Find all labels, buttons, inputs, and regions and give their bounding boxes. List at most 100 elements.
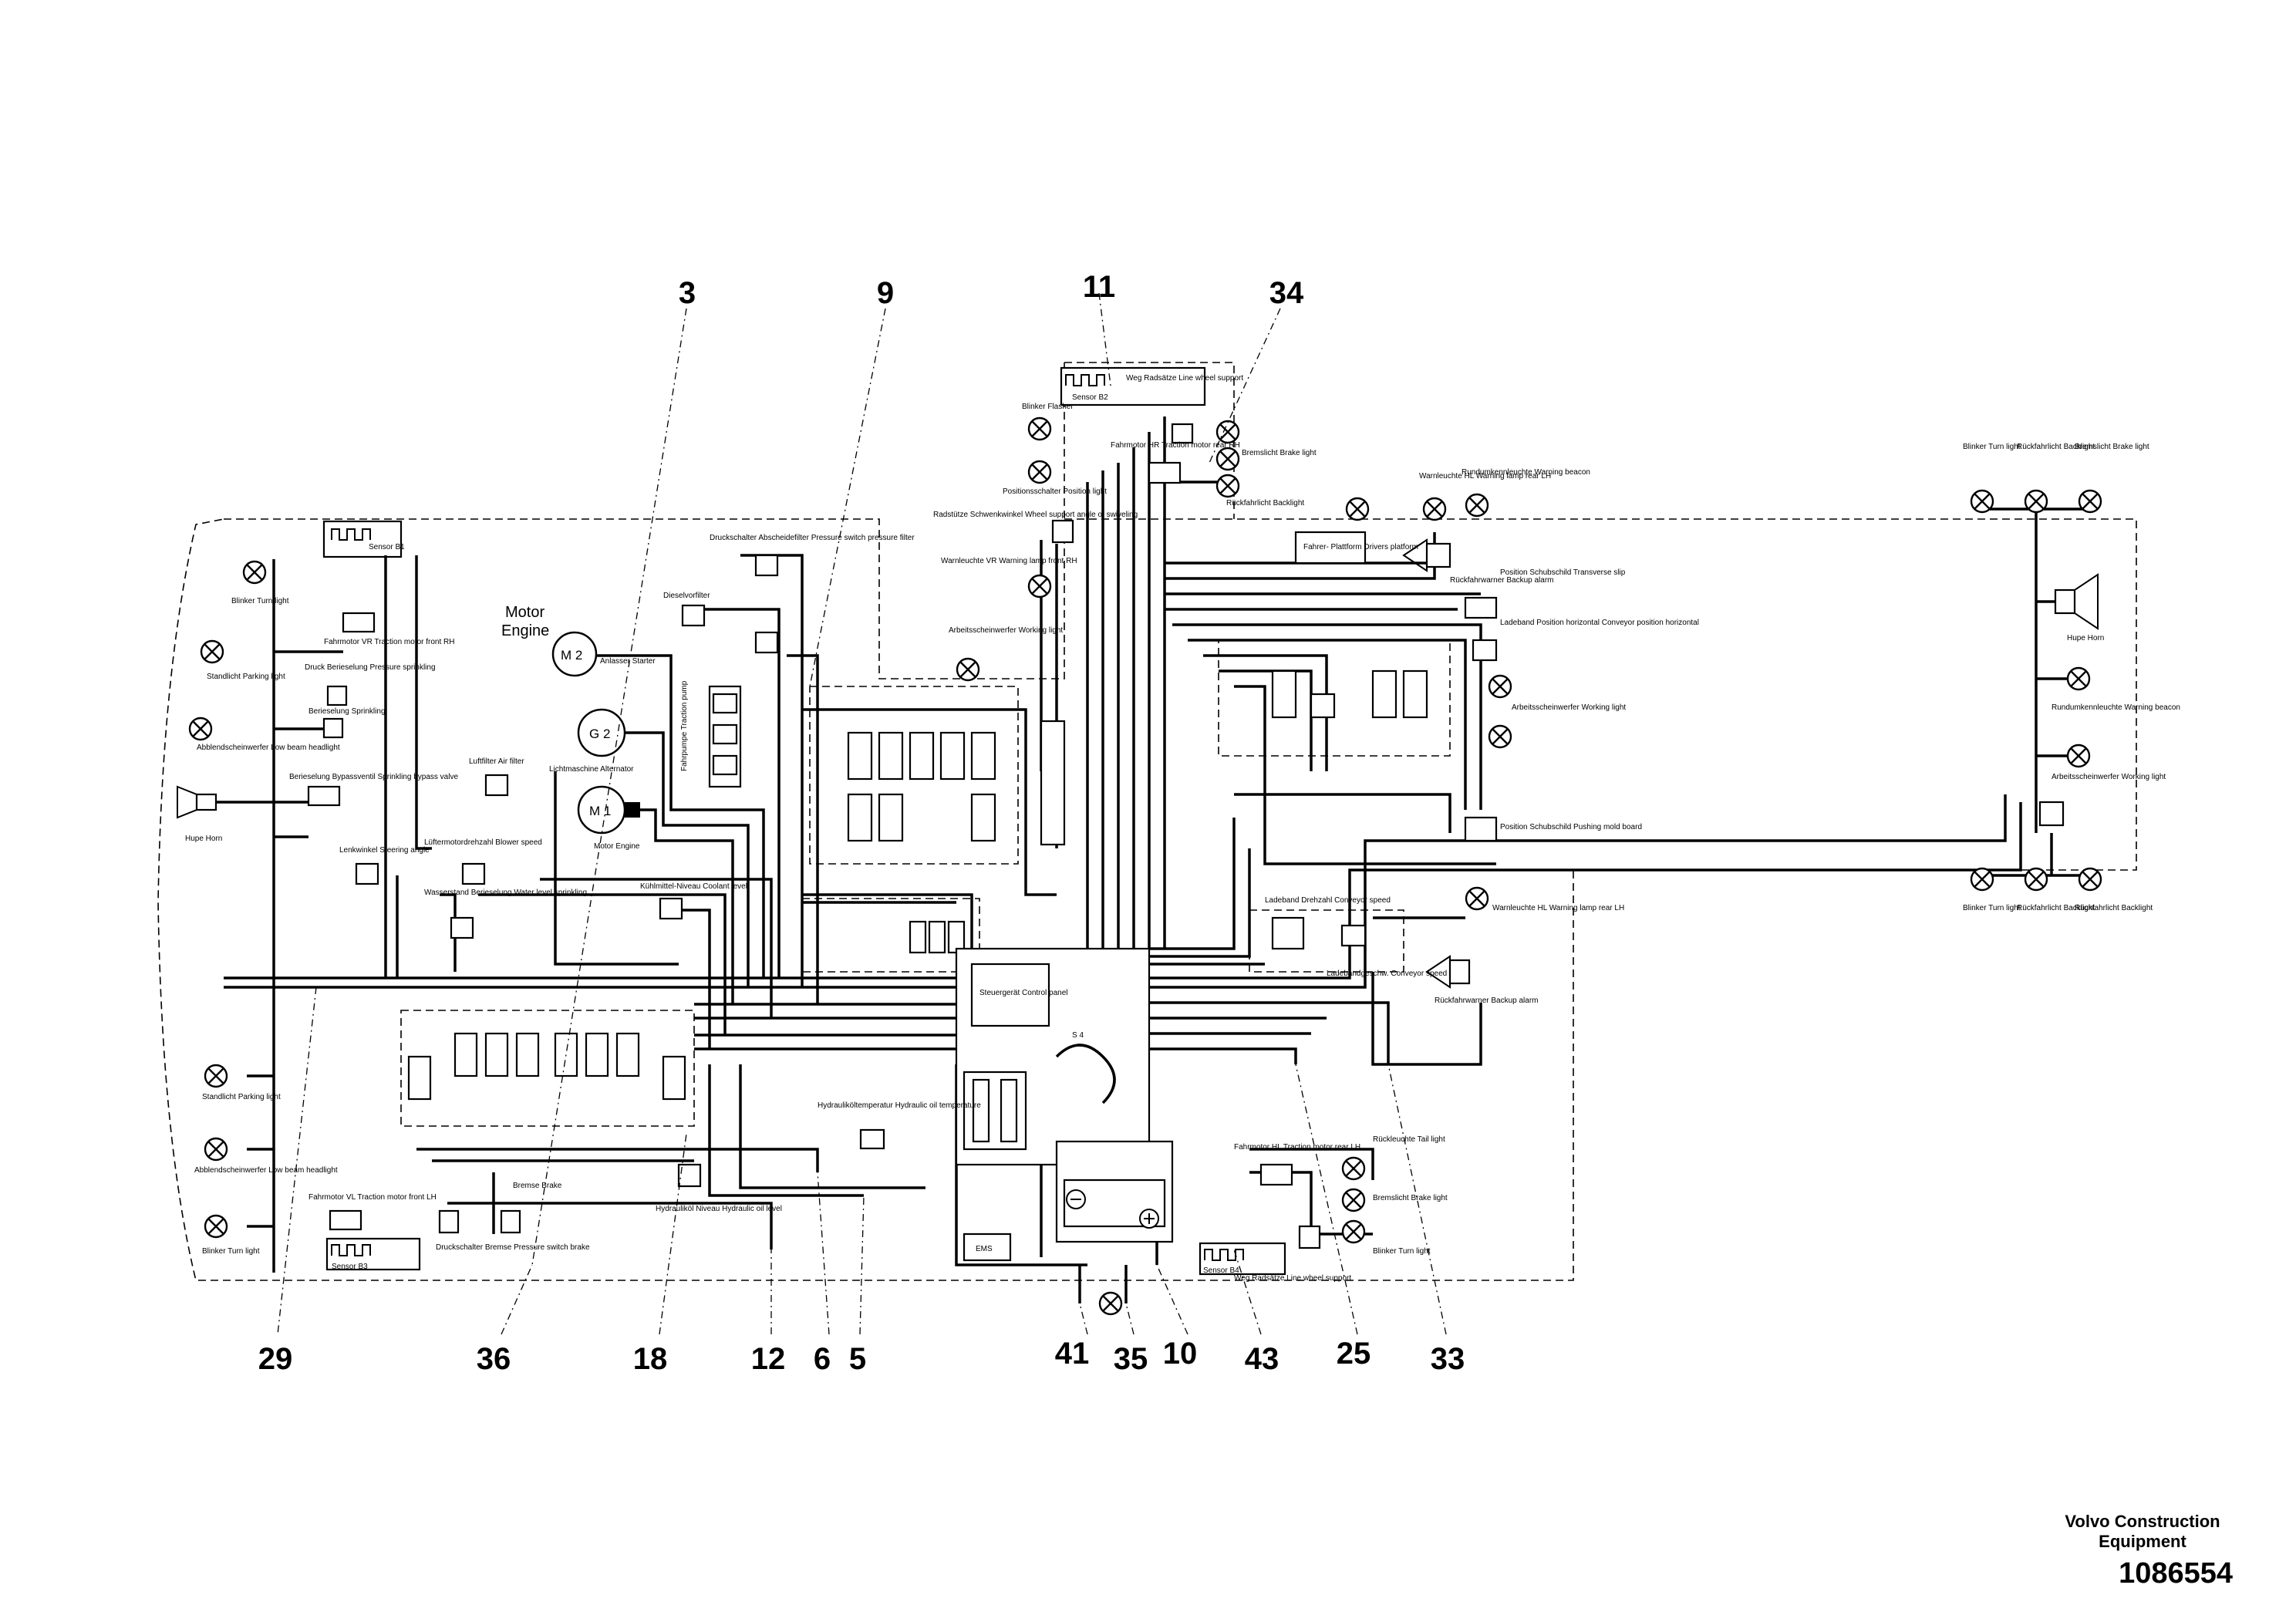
svg-text:Blinker Turn light: Blinker Turn light: [1963, 904, 2021, 912]
ems-box: [963, 1233, 1012, 1262]
svg-text:Warnleuchte HL Warning lamp re: Warnleuchte HL Warning lamp rear LH: [1419, 472, 1551, 481]
battery-icon: [1055, 1140, 1174, 1243]
sensor-b17: [1051, 519, 1074, 544]
svg-text:Steuergerät Control panel: Steuergerät Control panel: [979, 989, 1068, 997]
callout-5: 5: [848, 1342, 867, 1376]
sensor-b16: [355, 862, 379, 885]
sensor-b30: [659, 897, 683, 920]
switch-s20: [484, 774, 509, 797]
svg-text:Blinker Turn light: Blinker Turn light: [1373, 1247, 1431, 1256]
svg-text:Fahrer- Plattform Drivers plat: Fahrer- Plattform Drivers platform: [1303, 543, 1418, 551]
switch-s18: [754, 554, 779, 577]
traction-pump-valves: Fahrpumpe Traction pump: [680, 680, 742, 788]
lamp-h20: [1465, 493, 1489, 518]
switch-b27: [681, 604, 706, 627]
callout-9: 9: [876, 276, 895, 310]
callout-6: 6: [813, 1342, 831, 1376]
sensor-y16: [461, 862, 486, 885]
svg-text:Engine: Engine: [501, 622, 549, 639]
lamp-h5-parking: [204, 1064, 228, 1088]
svg-text:M 1: M 1: [589, 804, 611, 818]
switch-b61: [1464, 596, 1498, 619]
lamp-h10-turn-left: [242, 560, 267, 585]
lamp-h9-turn-left-rear: [204, 1214, 228, 1239]
callout-11: 11: [1082, 270, 1116, 304]
svg-text:Fahrmotor HR Traction motor re: Fahrmotor HR Traction motor rear RH: [1111, 441, 1240, 450]
svg-text:Abblendscheinwerfer Low beam h: Abblendscheinwerfer Low beam headlight: [197, 744, 340, 752]
lamp-h7-2: [1341, 1188, 1366, 1212]
svg-text:Druckschalter Bremse Pressure: Druckschalter Bremse Pressure switch bra…: [436, 1243, 590, 1252]
svg-text:Kühlmittel-Niveau Coolant leve: Kühlmittel-Niveau Coolant level: [640, 882, 747, 891]
svg-text:G 2: G 2: [589, 727, 610, 741]
callout-34: 34: [1269, 276, 1304, 310]
lamp-h7-3: [1341, 1219, 1366, 1244]
lamp-h23: [1465, 886, 1489, 911]
bottom-valve-bank: [400, 1010, 695, 1127]
lamp-h3-far: [2078, 867, 2102, 892]
lamp-h6-far: [2024, 489, 2048, 514]
svg-text:Blinker Turn light: Blinker Turn light: [202, 1247, 260, 1256]
lamp-h6-parking: [200, 639, 224, 664]
svg-text:Position Schubschild Pushing m: Position Schubschild Pushing mold board: [1500, 823, 1642, 831]
svg-text:Fahrmotor HL Traction motor re: Fahrmotor HL Traction motor rear LH: [1234, 1143, 1360, 1152]
svg-text:Sensor B1: Sensor B1: [369, 543, 405, 551]
callout-35: 35: [1113, 1342, 1148, 1376]
svg-text:Blinker Turn light: Blinker Turn light: [1963, 443, 2021, 451]
engine-m1-icon: M 1 Motor Engine: [577, 785, 640, 851]
svg-text:Rückfahrlicht Backlight: Rückfahrlicht Backlight: [2017, 443, 2095, 451]
callout-leaders: [277, 292, 1447, 1335]
sensor-b1-block: Sensor B1: [322, 520, 405, 558]
lamp-h14: [1422, 497, 1447, 521]
callout-33: 33: [1430, 1342, 1465, 1376]
svg-text:Arbeitsscheinwerfer Working li: Arbeitsscheinwerfer Working light: [949, 626, 1063, 635]
lamp-h12-top: [1215, 447, 1240, 471]
svg-text:Blinker Flasher: Blinker Flasher: [1022, 403, 1074, 411]
sensor-b4-block: Sensor B4: [1199, 1242, 1286, 1276]
lamp-h8-top: [1215, 474, 1240, 498]
svg-text:Lenkwinkel Steering angle: Lenkwinkel Steering angle: [339, 846, 430, 855]
horn-left-icon: [177, 785, 217, 819]
svg-text:Standlicht Parking light: Standlicht Parking light: [202, 1093, 281, 1101]
callout-29: 29: [258, 1342, 293, 1376]
driver-platform-box: [1294, 531, 1367, 565]
svg-text:Rückfahrlicht Backlight: Rückfahrlicht Backlight: [2017, 904, 2095, 912]
svg-text:Rückfahrwarner Backup alarm: Rückfahrwarner Backup alarm: [1435, 996, 1539, 1005]
switch-b63: [1464, 816, 1498, 842]
lamp-h8-working: [956, 657, 980, 682]
svg-text:Arbeitsscheinwerfer Working li: Arbeitsscheinwerfer Working light: [2052, 773, 2166, 781]
horn-right-icon: [1425, 955, 1471, 989]
lamp-h41: [1488, 674, 1512, 699]
control-unit: Steuergerät Control panel S 4: [955, 947, 1151, 1166]
lamp-h43-working: [2066, 744, 2091, 768]
svg-text:Lüftermotordrehzahl Blower spe: Lüftermotordrehzahl Blower speed: [424, 838, 542, 847]
callout-18: 18: [632, 1342, 668, 1376]
svg-text:Bremslicht Brake light: Bremslicht Brake light: [1242, 449, 1317, 457]
lamp-h5-far: [2024, 867, 2048, 892]
valve-y6: [500, 1209, 521, 1234]
svg-text:Positionsschalter Position lig: Positionsschalter Position light: [1003, 487, 1107, 496]
part-number: 1086554: [2119, 1557, 2233, 1590]
svg-text:Hydrauliköltemperatur Hydrauli: Hydrauliköltemperatur Hydraulic oil temp…: [818, 1101, 981, 1110]
svg-text:Weg Radsätze Line wheel suppor: Weg Radsätze Line wheel support: [1234, 1274, 1351, 1283]
svg-text:Rückfahrlicht Backlight: Rückfahrlicht Backlight: [2075, 904, 2153, 912]
backup-alarm-icon: [1402, 538, 1451, 572]
svg-text:Radstütze Schwenkwinkel Wheel: Radstütze Schwenkwinkel Wheel support an…: [933, 511, 1138, 519]
svg-text:EMS: EMS: [976, 1245, 993, 1253]
svg-text:Dieselvorfilter: Dieselvorfilter: [663, 592, 710, 600]
lamp-h21-warning: [1027, 574, 1052, 599]
svg-text:S 4: S 4: [1072, 1031, 1084, 1040]
svg-text:Ladeband Position horizontal C: Ladeband Position horizontal Conveyor po…: [1500, 619, 1699, 627]
alternator-g2-icon: G 2 Lichtmaschine Alternator: [549, 708, 634, 774]
svg-text:Arbeitsscheinwerfer Working li: Arbeitsscheinwerfer Working light: [1512, 703, 1626, 712]
switch-s11: [438, 1209, 460, 1234]
junction-box: [2038, 801, 2065, 827]
sensor-b2: [1171, 423, 1194, 444]
relay-group: [801, 898, 980, 973]
svg-text:Luftfilter Air filter: Luftfilter Air filter: [469, 757, 524, 766]
svg-text:Fahrmotor VL Traction motor fr: Fahrmotor VL Traction motor front LH: [308, 1193, 437, 1202]
horn-far-right-icon: [2054, 573, 2099, 630]
switch-s40: [326, 685, 348, 706]
brand-name: Volvo Construction Equipment: [2065, 1512, 2220, 1551]
lamp-bottom-center: [1098, 1291, 1123, 1316]
svg-text:Hupe Horn: Hupe Horn: [185, 835, 222, 843]
